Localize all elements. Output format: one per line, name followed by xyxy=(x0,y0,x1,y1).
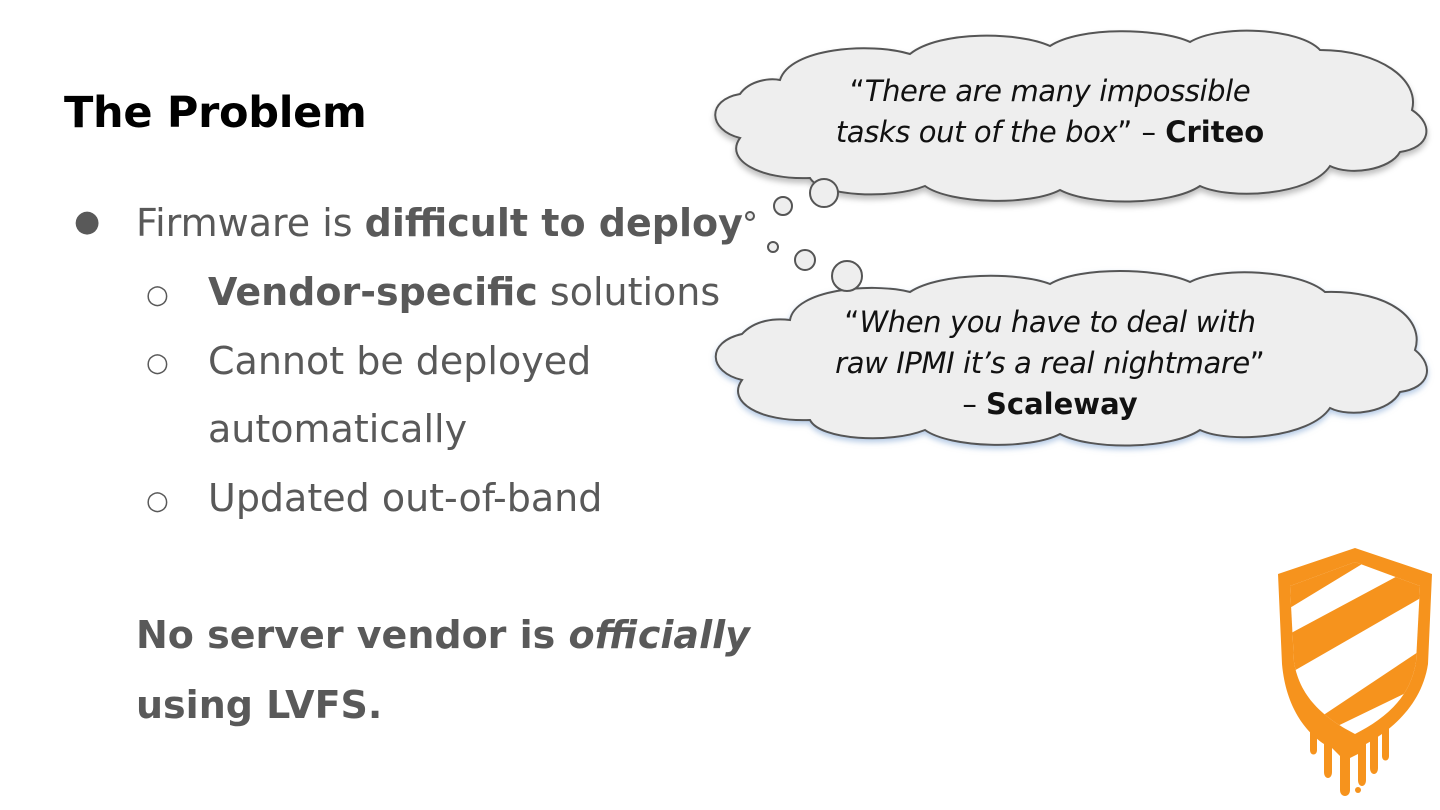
slide-title: The Problem xyxy=(64,88,367,138)
bullet-main: Firmware is difficult to deploy xyxy=(136,204,743,242)
meltdown-shield-logo-icon xyxy=(1278,548,1432,796)
sub-bullet-icon: ○ xyxy=(146,280,169,310)
quote-cloud-1 xyxy=(714,29,1428,203)
quote-1-line1: There are many impossible xyxy=(864,74,1251,108)
quote-2-line2: raw IPMI it’s a real nightmare xyxy=(835,346,1250,380)
quote-1-line2: tasks out of the box xyxy=(835,115,1118,149)
bullet-main-prefix: Firmware is xyxy=(136,201,365,245)
thought-clouds xyxy=(714,29,1428,447)
quote-1-dash: – xyxy=(1132,115,1166,149)
quote-1: “There are many impossible tasks out of … xyxy=(790,71,1310,153)
sub-bullet-3: Updated out-of-band xyxy=(208,476,603,520)
sub-bullet-1-bold: Vendor-specific xyxy=(208,270,538,314)
sub-bullet-icon: ○ xyxy=(146,486,169,516)
quote-2: “When you have to deal with raw IPMI it’… xyxy=(790,302,1310,425)
quote-1-close: ” xyxy=(1117,115,1133,149)
sub-bullet-2-line2: automatically xyxy=(208,407,468,451)
sub-bullet-1-rest: solutions xyxy=(537,270,721,314)
thought-bubbles xyxy=(745,178,863,292)
bullet-dot-icon: ● xyxy=(74,204,101,239)
sub-bullet-icon: ○ xyxy=(146,348,169,378)
conclusion-part1: No server vendor is xyxy=(136,613,569,657)
quote-2-line1: When you have to deal with xyxy=(859,305,1256,339)
quote-2-dash: – xyxy=(962,387,987,421)
conclusion-line2: using LVFS. xyxy=(136,683,383,727)
quote-1-open: “ xyxy=(849,74,865,108)
bullet-main-bold: difficult to deploy xyxy=(364,201,743,245)
quote-1-attribution: Criteo xyxy=(1165,115,1265,149)
sub-bullet-1: Vendor-specific solutions xyxy=(208,273,720,311)
conclusion-line1: No server vendor is officially xyxy=(136,616,750,654)
quote-2-attribution: Scaleway xyxy=(986,387,1138,421)
conclusion-italic: officially xyxy=(568,613,750,657)
quote-cloud-2 xyxy=(714,270,1428,447)
quote-2-close: ” xyxy=(1249,346,1265,380)
sub-bullet-2-line1: Cannot be deployed xyxy=(208,339,592,383)
quote-2-open: “ xyxy=(844,305,860,339)
